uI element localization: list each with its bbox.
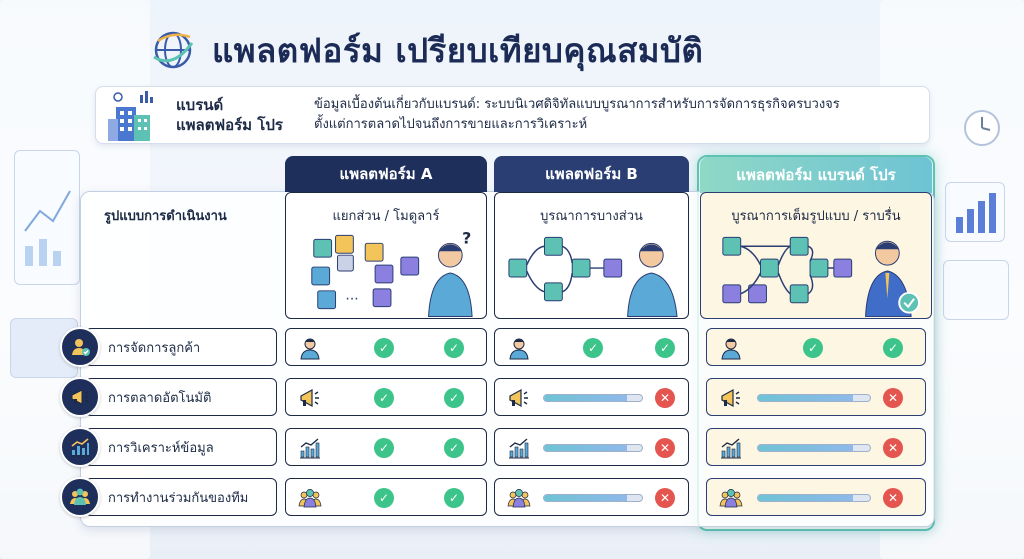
feature-cell-platform-pro: ✕ (706, 428, 926, 466)
brand-name: แบรนด์ แพลตฟอร์ม โปร (176, 95, 283, 135)
column-header-platform-a: แพลตฟอร์ม A (285, 156, 487, 192)
megaphone-icon (298, 386, 322, 410)
megaphone-icon (60, 377, 100, 417)
team-icon (507, 486, 531, 510)
page-title: แพลตฟอร์ม เปรียบเทียบคุณสมบัติ (212, 30, 704, 70)
team-icon (298, 486, 322, 510)
feature-cell-platform-a: ✓✓ (285, 328, 487, 366)
board-chart-icon (956, 193, 996, 233)
check-icon: ✓ (444, 388, 464, 408)
cross-icon: ✕ (883, 438, 903, 458)
support-level-bar (757, 394, 871, 402)
feature-label: การจัดการลูกค้า (85, 328, 277, 366)
check-icon: ✓ (444, 438, 464, 458)
feature-cell-platform-b: ✕ (494, 478, 689, 516)
feature-label: การทำงานร่วมกันของทีม (85, 478, 277, 516)
support-level-bar-fill (544, 445, 628, 451)
feature-label-text: การทำงานร่วมกันของทีม (108, 490, 249, 506)
modular-blocks-illustration: ··· ? (311, 229, 473, 317)
feature-cell-platform-pro: ✕ (706, 378, 926, 416)
support-level-bar (757, 444, 871, 452)
background-chart-board-right (945, 182, 1005, 242)
check-icon: ✓ (803, 338, 823, 358)
cross-icon: ✕ (655, 388, 675, 408)
ops-cell-platform-b: บูรณาการบางส่วน (494, 192, 689, 319)
cross-icon: ✕ (655, 438, 675, 458)
feature-cell-platform-a: ✓✓ (285, 428, 487, 466)
svg-text:?: ? (462, 229, 471, 247)
person-icon (507, 336, 531, 360)
ops-model-title: แยกส่วน / โมดูลาร์ (332, 209, 440, 224)
feature-cell-platform-pro: ✓✓ (706, 328, 926, 366)
partial-integration-flow-illustration (508, 236, 678, 317)
building-icon (108, 91, 153, 141)
support-level-bar (543, 494, 643, 502)
check-icon: ✓ (655, 338, 675, 358)
cross-icon: ✕ (655, 488, 675, 508)
megaphone-icon (507, 386, 531, 410)
feature-cell-platform-b: ✕ (494, 428, 689, 466)
team-icon (60, 477, 100, 517)
column-header-platform-pro: แพลตฟอร์ม แบรนด์ โปร (700, 157, 932, 193)
person-icon (719, 336, 743, 360)
cross-icon: ✕ (883, 488, 903, 508)
check-icon: ✓ (444, 338, 464, 358)
brand-name-line1: แบรนด์ (176, 96, 224, 114)
wall-chart-icon (24, 190, 71, 266)
title-area: แพลตฟอร์ม เปรียบเทียบคุณสมบัติ (150, 22, 703, 78)
check-icon: ✓ (374, 338, 394, 358)
ops-model-title: บูรณาการเต็มรูปแบบ / ราบรื่น (731, 209, 901, 224)
feature-label: การวิเคราะห์ข้อมูล (85, 428, 277, 466)
brand-name-line2: แพลตฟอร์ม โปร (176, 116, 283, 134)
feature-label-text: การจัดการลูกค้า (108, 340, 201, 356)
feature-label-text: การวิเคราะห์ข้อมูล (108, 440, 214, 456)
check-icon: ✓ (883, 338, 903, 358)
support-level-bar (757, 494, 871, 502)
check-icon: ✓ (374, 438, 394, 458)
ops-row-label: รูปแบบการดำเนินงาน (104, 209, 227, 224)
support-level-bar-fill (544, 495, 628, 501)
background-board-right (943, 260, 1009, 320)
globe-icon (153, 31, 194, 69)
background-wall-chart-left (14, 150, 80, 285)
feature-cell-platform-a: ✓✓ (285, 478, 487, 516)
feature-cell-platform-pro: ✕ (706, 478, 926, 516)
ops-model-title: บูรณาการบางส่วน (540, 209, 643, 224)
full-integration-flow-illustration (722, 236, 921, 317)
support-level-bar-fill (758, 395, 854, 401)
chart-icon (507, 436, 531, 460)
support-level-bar (543, 444, 643, 452)
user-check-icon (60, 327, 100, 367)
svg-text:···: ··· (345, 292, 358, 308)
chart-icon (298, 436, 322, 460)
check-icon: ✓ (374, 488, 394, 508)
feature-label: การตลาดอัตโนมัติ (85, 378, 277, 416)
megaphone-icon (719, 386, 743, 410)
ops-cell-platform-a: แยกส่วน / โมดูลาร์ ··· ? (285, 192, 487, 319)
check-icon: ✓ (583, 338, 603, 358)
team-icon (719, 486, 743, 510)
chart-icon (719, 436, 743, 460)
brand-description-line1: ข้อมูลเบื้องต้นเกี่ยวกับแบรนด์: ระบบนิเว… (314, 97, 840, 112)
feature-cell-platform-b: ✓✓ (494, 328, 689, 366)
feature-cell-platform-a: ✓✓ (285, 378, 487, 416)
check-icon: ✓ (374, 388, 394, 408)
check-icon: ✓ (444, 488, 464, 508)
person-icon (298, 336, 322, 360)
brand-description-line2: ตั้งแต่การตลาดไปจนถึงการขายและการวิเคราะ… (314, 117, 588, 132)
support-level-bar-fill (544, 395, 628, 401)
brand-info-bar: แบรนด์ แพลตฟอร์ม โปร ข้อมูลเบื้องต้นเกี่… (95, 86, 930, 144)
ops-cell-platform-pro: บูรณาการเต็มรูปแบบ / ราบรื่น (700, 192, 932, 319)
wall-clock-icon (964, 110, 1000, 146)
feature-cell-platform-b: ✕ (494, 378, 689, 416)
support-level-bar-fill (758, 445, 854, 451)
chart-icon (60, 427, 100, 467)
column-header-platform-b: แพลตฟอร์ม B (494, 156, 689, 192)
support-level-bar (543, 394, 643, 402)
cross-icon: ✕ (883, 388, 903, 408)
feature-label-text: การตลาดอัตโนมัติ (108, 390, 212, 406)
support-level-bar-fill (758, 495, 854, 501)
brand-description: ข้อมูลเบื้องต้นเกี่ยวกับแบรนด์: ระบบนิเว… (314, 95, 914, 135)
